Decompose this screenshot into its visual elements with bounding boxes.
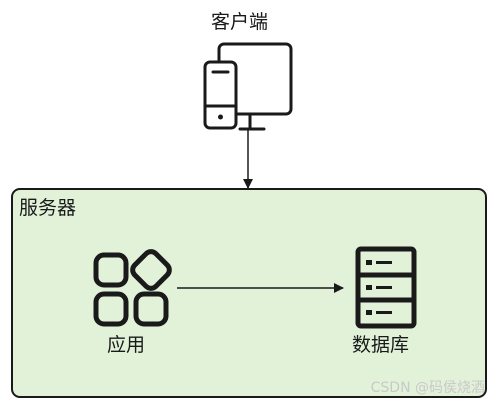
- server-label: 服务器: [19, 197, 77, 219]
- rack-slot-2: [376, 286, 392, 289]
- apps-grid-icon: [93, 249, 172, 327]
- app-tile-diamond: [130, 249, 172, 291]
- phone-button: [218, 114, 223, 120]
- app-label: 应用: [107, 334, 146, 356]
- rack-led-1: [366, 260, 372, 265]
- rack-slot-1: [376, 261, 392, 264]
- rack-led-2: [366, 285, 372, 290]
- server-container: [11, 188, 487, 398]
- watermark: CSDN @码侯烧酒: [370, 380, 485, 396]
- rack-frame: [355, 246, 417, 329]
- server-rack-icon: [355, 246, 417, 329]
- phone-body: [203, 60, 238, 130]
- app-tile-bottom-left: [93, 291, 129, 327]
- desktop-and-phone-icon: [203, 42, 293, 131]
- app-tile-top-left: [93, 252, 129, 288]
- rack-led-3: [366, 310, 372, 315]
- client-label: 客户端: [211, 11, 269, 33]
- rack-slot-3: [376, 311, 392, 314]
- database-label: 数据库: [352, 334, 410, 356]
- app-tile-bottom-right: [133, 291, 169, 327]
